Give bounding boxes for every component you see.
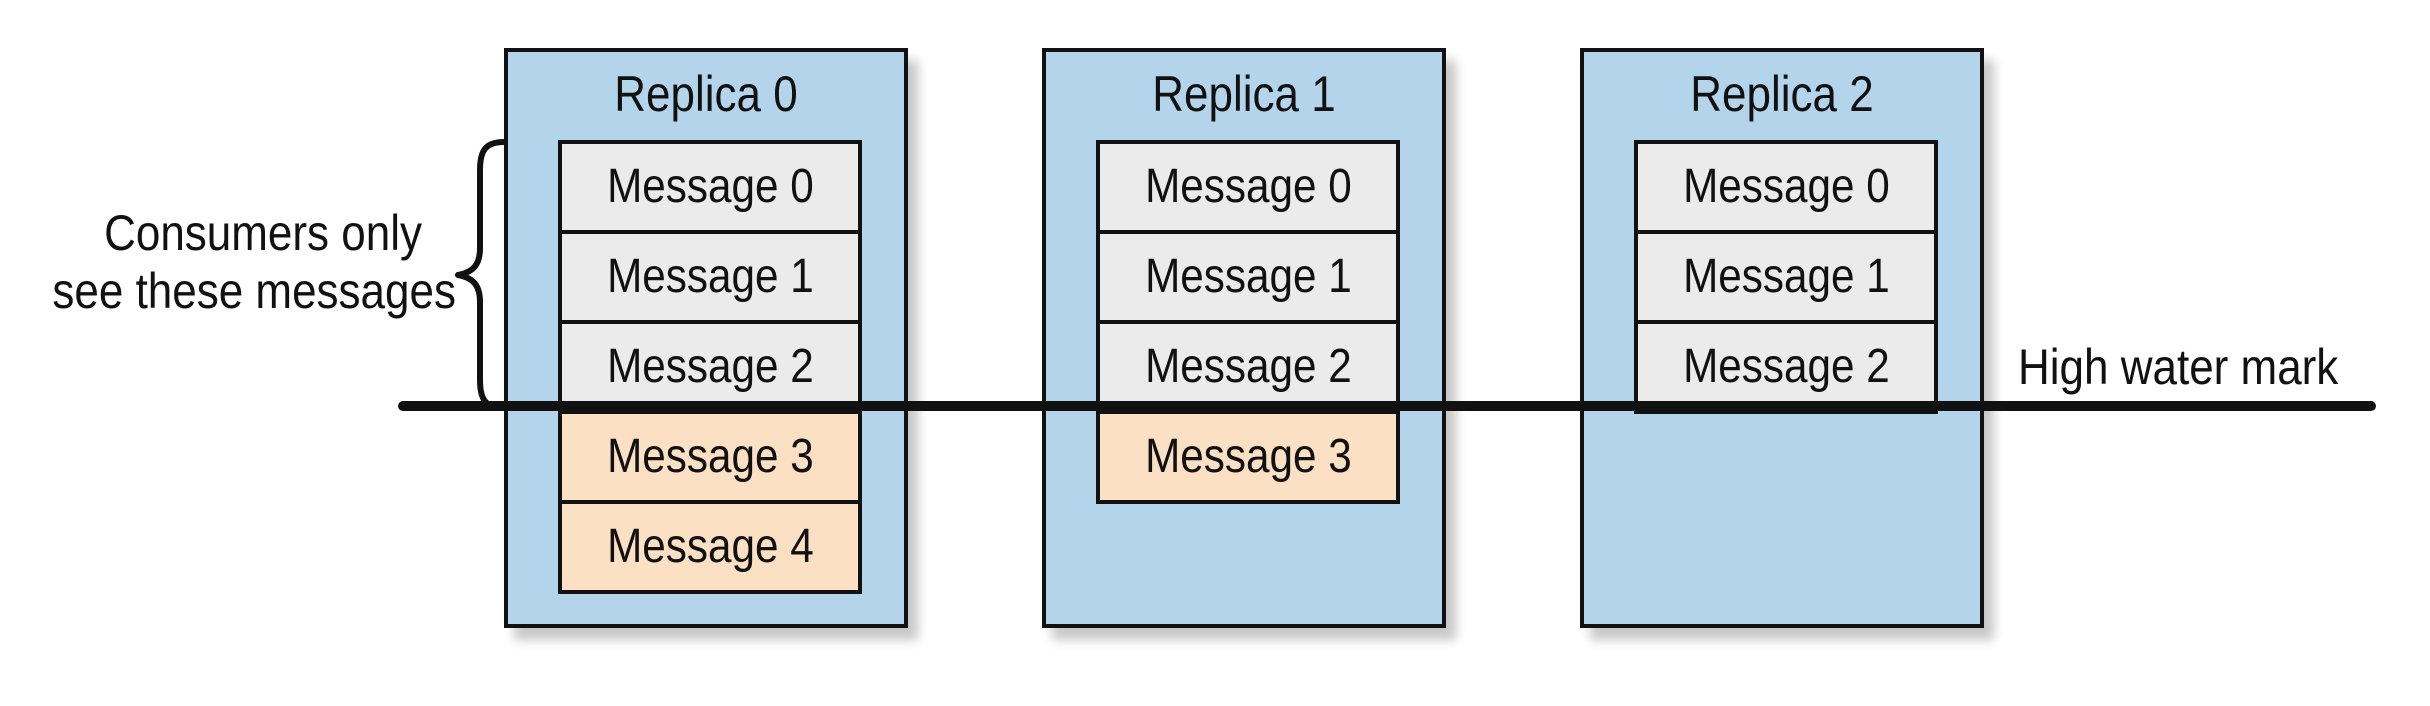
message-label: Message 0 [606,160,814,213]
message-box: Message 0 [1634,140,1938,234]
replica-title: Replica 0 [614,66,798,122]
consumer-visibility-label: Consumers only see these messages [2,204,456,320]
replica-title: Replica 2 [1690,66,1874,122]
message-box: Message 1 [558,230,862,324]
message-label: Message 1 [606,250,814,303]
message-label: Message 2 [606,340,814,393]
message-box: Message 2 [1634,320,1938,414]
message-label: Message 4 [606,520,814,573]
replica-title: Replica 1 [1152,66,1336,122]
replica-0: Replica 0 Message 0 Message 1 Message 2 … [504,48,908,628]
message-label: Message 3 [606,430,814,483]
message-box-uncommitted: Message 3 [558,410,862,504]
high-water-mark-label: High water mark [2018,339,2339,395]
curly-brace-icon [455,139,507,411]
high-water-mark-line [398,401,2376,411]
message-box: Message 1 [1634,230,1938,324]
message-label: Message 0 [1144,160,1352,213]
consumer-visibility-label-line-1: Consumers only [104,205,422,261]
message-box: Message 0 [1096,140,1400,234]
message-box-uncommitted: Message 4 [558,500,862,594]
replica-1: Replica 1 Message 0 Message 1 Message 2 … [1042,48,1446,628]
replica-2: Replica 2 Message 0 Message 1 Message 2 [1580,48,1984,628]
message-label: Message 3 [1144,430,1352,483]
message-box: Message 1 [1096,230,1400,324]
message-box: Message 2 [1096,320,1400,414]
message-box: Message 0 [558,140,862,234]
message-label: Message 1 [1682,250,1890,303]
message-label: Message 1 [1144,250,1352,303]
message-label: Message 2 [1682,340,1890,393]
consumer-visibility-label-line-2: see these messages [52,263,456,319]
message-label: Message 2 [1144,340,1352,393]
message-box-uncommitted: Message 3 [1096,410,1400,504]
message-box: Message 2 [558,320,862,414]
message-label: Message 0 [1682,160,1890,213]
